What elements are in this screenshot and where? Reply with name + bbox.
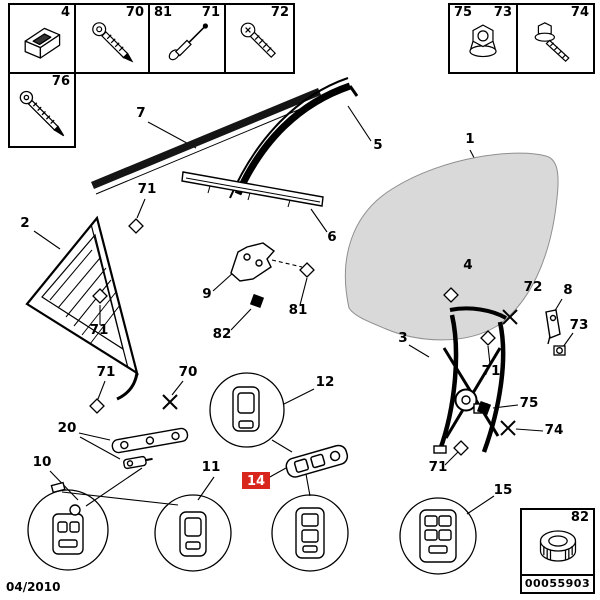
callout-81[interactable]: 81 — [289, 302, 308, 318]
callout-4[interactable]: 4 — [463, 257, 472, 273]
legend-box-screw72: 72 — [224, 3, 295, 74]
callout-71e[interactable]: 71 — [429, 459, 448, 475]
legend-box-nut: 75 73 — [448, 3, 518, 74]
outer-belt-weatherstrip[interactable] — [91, 88, 323, 195]
flange-bolt-icon — [534, 21, 570, 62]
legend-box-bolt: 74 — [516, 3, 595, 74]
callout-8[interactable]: 8 — [563, 282, 572, 298]
callout-15[interactable]: 15 — [494, 482, 513, 498]
long-screw-icon — [19, 90, 65, 136]
callout-71d[interactable]: 71 — [482, 363, 501, 379]
detail-circle-12 — [209, 372, 285, 448]
callout-71b[interactable]: 71 — [90, 322, 109, 338]
legend-num-82[interactable]: 82 — [570, 510, 589, 525]
legend-num-70[interactable]: 70 — [125, 5, 144, 20]
legend-num-73[interactable]: 73 — [493, 5, 512, 20]
switch-11[interactable] — [179, 511, 207, 557]
single-switch-12[interactable] — [232, 386, 260, 432]
callout-75[interactable]: 75 — [520, 395, 539, 411]
legend-box-clip: 4 — [8, 3, 76, 74]
highlight-box — [242, 472, 270, 489]
callout-11[interactable]: 11 — [202, 459, 221, 475]
legend-num-71[interactable]: 71 — [201, 5, 220, 20]
pan-screw-icon — [240, 22, 276, 58]
flange-nut-icon — [469, 24, 497, 58]
callout-71a[interactable]: 71 — [138, 181, 157, 197]
callout-14[interactable]: 14 — [247, 474, 265, 489]
callout-5[interactable]: 5 — [373, 137, 382, 153]
callout-72[interactable]: 72 — [524, 279, 543, 295]
glass-hatching — [49, 249, 121, 345]
callout-7[interactable]: 7 — [136, 105, 145, 121]
callout-71c[interactable]: 71 — [97, 364, 116, 380]
switch-panel[interactable] — [284, 444, 349, 479]
switch-10[interactable] — [52, 504, 84, 555]
detail-circle-10 — [27, 489, 109, 571]
glass-bracket[interactable] — [230, 242, 276, 282]
legend-box-screw76: 76 — [8, 72, 76, 148]
rivet-icon — [168, 23, 208, 61]
date-code: 04/2010 — [6, 580, 61, 594]
callout-3[interactable]: 3 — [398, 330, 407, 346]
screw-symbols — [162, 309, 518, 436]
door-glass[interactable] — [344, 152, 559, 341]
spring-clip-icon — [24, 27, 61, 59]
callout-9[interactable]: 9 — [202, 286, 211, 302]
callout-10[interactable]: 10 — [33, 454, 52, 470]
legend-num-4[interactable]: 4 — [60, 5, 70, 20]
grommet-symbols — [249, 293, 492, 416]
callout-2[interactable]: 2 — [20, 215, 29, 231]
callout-12[interactable]: 12 — [316, 374, 335, 390]
callout-14-highlighted[interactable]: 14 — [242, 472, 270, 489]
legend-box-grommet: 82 — [520, 508, 595, 577]
drawing-number: 00055903 — [520, 574, 595, 594]
legend-num-75[interactable]: 75 — [454, 5, 473, 20]
legend-box-screw70: 70 — [74, 3, 150, 74]
tapping-screw-icon — [92, 22, 134, 63]
callout-20[interactable]: 20 — [58, 420, 77, 436]
callout-70[interactable]: 70 — [179, 364, 198, 380]
detail-circle-15 — [399, 497, 477, 575]
callout-74[interactable]: 74 — [545, 422, 564, 438]
switch-14[interactable] — [295, 507, 325, 559]
check-strap-part[interactable] — [545, 309, 561, 345]
detail-circle-14 — [271, 494, 349, 572]
glass-run-channel[interactable] — [229, 77, 359, 199]
callout-1[interactable]: 1 — [465, 131, 474, 147]
callout-73[interactable]: 73 — [570, 317, 589, 333]
switch-15[interactable] — [419, 509, 457, 563]
legend-num-76[interactable]: 76 — [51, 74, 70, 89]
grommet-icon — [539, 530, 576, 562]
detail-circle-11 — [154, 494, 232, 572]
legend-num-81[interactable]: 81 — [154, 5, 173, 20]
legend-num-74[interactable]: 74 — [570, 5, 589, 20]
legend-num-72[interactable]: 72 — [270, 5, 289, 20]
callout-82[interactable]: 82 — [213, 326, 232, 342]
nut-part-73[interactable] — [553, 345, 566, 356]
quarter-glass-frame[interactable] — [25, 215, 139, 401]
callout-6[interactable]: 6 — [327, 229, 336, 245]
inner-belt-weatherstrip[interactable] — [181, 171, 324, 208]
legend-box-rivet: 81 71 — [148, 3, 226, 74]
clip-symbols — [89, 218, 496, 456]
